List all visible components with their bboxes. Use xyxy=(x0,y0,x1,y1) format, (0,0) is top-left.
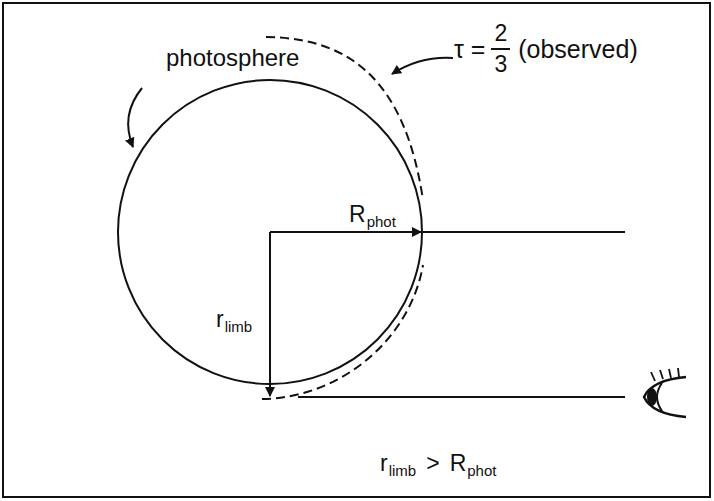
fraction-denominator: 3 xyxy=(494,50,507,76)
frame xyxy=(3,3,710,497)
symbol-label: r xyxy=(216,308,224,331)
label-group: rlimb xyxy=(216,308,252,331)
subscript: limb xyxy=(389,463,417,478)
sight-line xyxy=(298,396,625,398)
tau-surface-arc xyxy=(262,265,423,399)
label-group: Rphot xyxy=(349,203,396,226)
subscript: phot xyxy=(367,214,396,229)
symbol-label: R xyxy=(349,203,366,226)
leader-arrow xyxy=(392,58,453,74)
label-group: photosphere xyxy=(166,46,299,70)
label-group: τ =23 (observed) xyxy=(454,22,638,76)
symbol-label: R xyxy=(450,452,467,475)
radius-arrow xyxy=(270,231,421,233)
eye-symbol xyxy=(644,368,686,417)
label-group: rlimb > Rphot xyxy=(380,452,496,475)
region-label: photosphere xyxy=(166,46,299,70)
leader-arrow xyxy=(128,88,142,147)
subscript: limb xyxy=(225,319,253,334)
symbol-label: r xyxy=(380,452,388,475)
fraction: 23 xyxy=(491,22,510,76)
relation-sign: > xyxy=(426,452,439,475)
note-label: (observed) xyxy=(518,37,638,62)
subscript: phot xyxy=(467,463,496,478)
symbol-label: τ = xyxy=(454,37,485,62)
limb-radius-arrow xyxy=(269,232,271,396)
fraction-numerator: 2 xyxy=(491,22,510,50)
sight-line xyxy=(423,231,625,233)
